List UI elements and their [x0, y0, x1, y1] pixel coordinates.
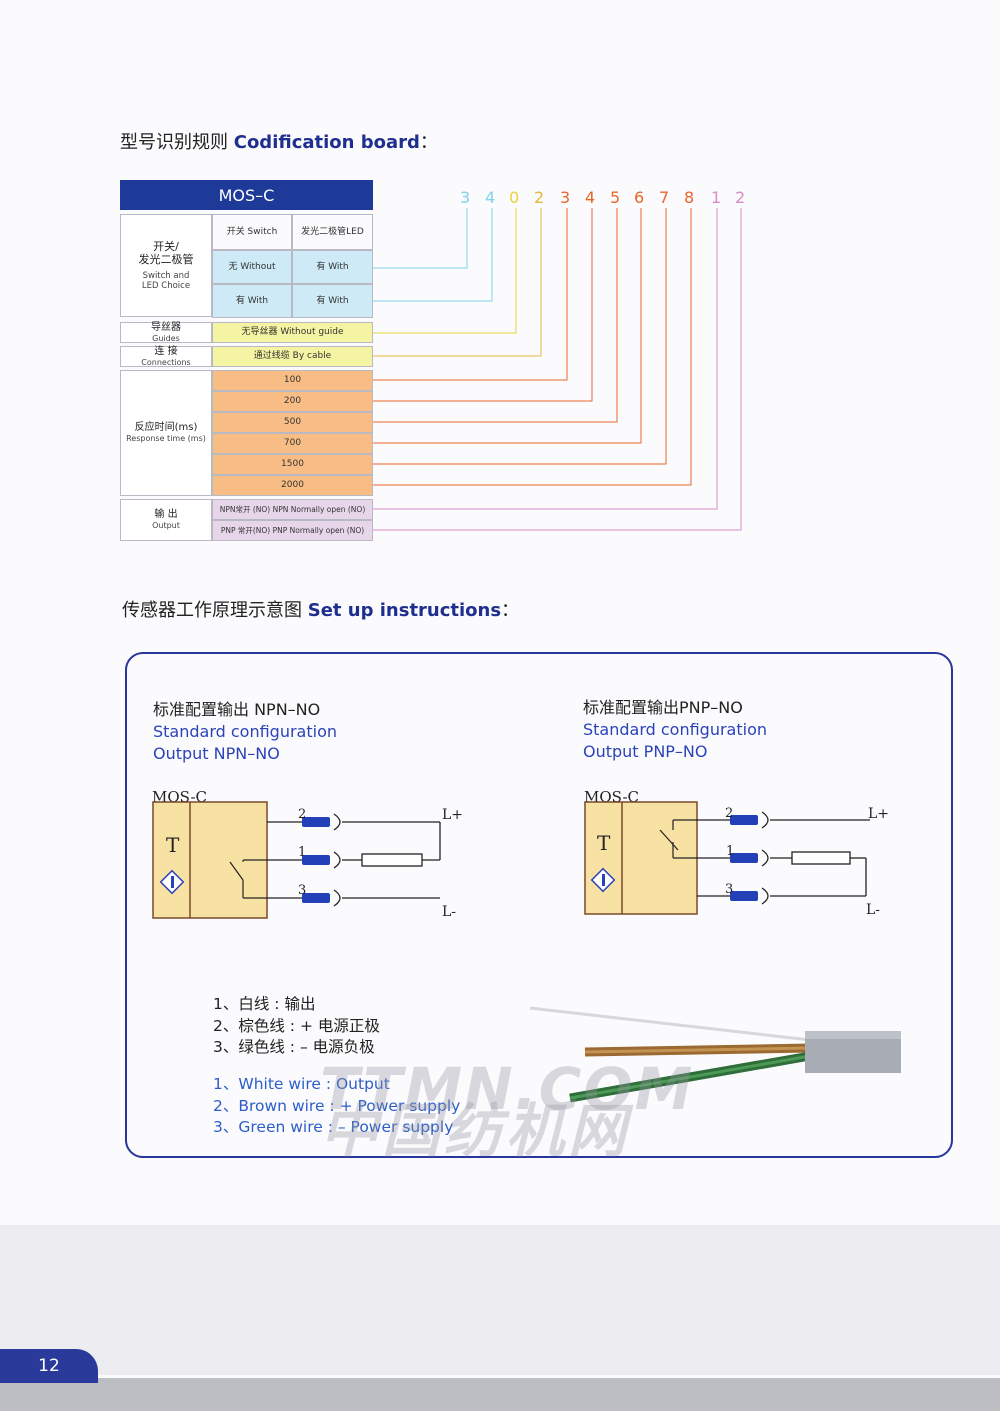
pnp-config-cn: 标准配置输出PNP–NO: [583, 698, 743, 717]
code-digit: 3: [460, 188, 471, 207]
response-time-value: 700: [212, 433, 373, 454]
switch-column-header: 开关 Switch: [212, 214, 292, 250]
npn-pin-1: 1: [298, 845, 306, 860]
pnp-pin-3: 3: [725, 882, 733, 897]
wire-legend-cn: 1、白线 : 输出 2、棕色线 : + 电源正极 3、绿色线 : – 电源负极: [213, 994, 380, 1059]
page-number: 12: [0, 1349, 98, 1383]
response-time-label-cn: 反应时间(ms): [134, 422, 198, 434]
wire-legend-cn-item: 3、绿色线 : – 电源负极: [213, 1038, 375, 1056]
response-time-label: 反应时间(ms) Response time (ms): [120, 370, 212, 496]
npn-config-cn: 标准配置输出 NPN–NO: [153, 700, 321, 719]
row1-switch: 无 Without: [212, 250, 292, 284]
code-digit: 7: [659, 188, 670, 207]
connections-label-en: Connections: [141, 357, 191, 367]
pnp-config-en1: Standard configuration: [583, 720, 768, 739]
npn-pin-3: 3: [298, 883, 306, 898]
pnp-t-label: T: [597, 831, 611, 855]
output-label-en: Output: [152, 521, 180, 531]
connections-label-cn: 连 接: [154, 345, 178, 357]
pnp-pin-1: 1: [726, 844, 734, 859]
npn-config-en1: Standard configuration: [153, 722, 338, 741]
switch-led-label: 开关/ 发光二极管 Switch and LED Choice: [120, 214, 212, 317]
setup-heading: 传感器工作原理示意图 Set up instructions：: [122, 596, 519, 622]
code-digit: 5: [610, 188, 621, 207]
row2-switch: 有 With: [212, 284, 292, 318]
watermark-line1: TTMN.COM: [320, 1055, 695, 1123]
guides-label: 导丝器 Guides: [120, 322, 212, 343]
footer-band: [0, 1225, 1000, 1375]
response-time-value: 500: [212, 412, 373, 433]
pnp-l-minus: L-: [866, 902, 880, 918]
code-digit: 4: [585, 188, 596, 207]
npn-l-minus: L-: [442, 904, 456, 920]
sensor-symbol-icon: [590, 867, 616, 893]
row1-led: 有 With: [292, 250, 373, 284]
code-digit: 0: [509, 188, 520, 207]
wire-legend-en: 1、White wire : Output 2、Brown wire : + P…: [213, 1074, 460, 1139]
response-time-value: 1500: [212, 454, 373, 475]
pnp-l-plus: L+: [868, 806, 889, 822]
setup-heading-colon: ：: [501, 600, 520, 621]
setup-heading-en: Set up instructions: [307, 600, 502, 621]
footer-strip: [0, 1378, 1000, 1411]
code-digits: 3 4 0 2 3 4 5 6 7 8 1 2: [460, 188, 760, 208]
codification-heading-en: Codification board: [233, 132, 420, 153]
pnp-config-en2: Output PNP–NO: [583, 742, 708, 761]
npn-l-plus: L+: [442, 807, 463, 823]
response-time-label-en: Response time (ms): [126, 434, 206, 444]
code-digit: 1: [711, 188, 722, 207]
wire-legend-cn-item: 1、白线 : 输出: [213, 995, 316, 1013]
guides-value: 无导丝器 Without guide: [212, 322, 373, 343]
code-digit: 2: [534, 188, 545, 207]
wire-legend-en-item: 1、White wire : Output: [213, 1075, 390, 1093]
pnp-pin-2: 2: [725, 806, 733, 821]
npn-config: 标准配置输出 NPN–NO Standard configuration Out…: [153, 699, 337, 765]
codification-heading-colon: ：: [419, 132, 438, 153]
npn-wiring-diagram: MOS-C T 2 1 3 L+ L-: [152, 788, 463, 920]
code-digit: 3: [560, 188, 571, 207]
wire-legend-en-item: 3、Green wire : – Power supply: [213, 1118, 454, 1136]
model-header: MOS–C: [120, 180, 373, 210]
connections-value: 通过线缆 By cable: [212, 346, 373, 367]
code-digit: 4: [485, 188, 496, 207]
response-time-value: 2000: [212, 475, 373, 496]
codification-heading-cn: 型号识别规则: [120, 132, 228, 153]
led-column-header: 发光二极管LED: [292, 214, 373, 250]
codification-heading: 型号识别规则 Codification board：: [120, 128, 438, 154]
pnp-config: 标准配置输出PNP–NO Standard configuration Outp…: [583, 697, 767, 763]
npn-config-en2: Output NPN–NO: [153, 744, 280, 763]
npn-pin-2: 2: [298, 807, 306, 822]
wire-legend-en-item: 2、Brown wire : + Power supply: [213, 1096, 461, 1115]
connections-label: 连 接 Connections: [120, 346, 212, 367]
code-leader-lines: [373, 208, 742, 531]
guides-label-en: Guides: [152, 333, 180, 343]
wire-legend-cn-item: 2、棕色线 : + 电源正极: [213, 1016, 380, 1035]
response-time-value: 100: [212, 370, 373, 391]
output-value-npn: NPN常开 (NO) NPN Normally open (NO): [212, 499, 373, 520]
watermark-line2: 中国纺机网: [320, 1097, 631, 1165]
output-label-cn: 输 出: [154, 509, 178, 521]
npn-t-label: T: [166, 833, 180, 857]
pnp-wiring-diagram: MOS-C T 2 1 3 L+ L-: [584, 788, 889, 918]
output-value-pnp: PNP 常开(NO) PNP Normally open (NO): [212, 520, 373, 541]
output-label: 输 出 Output: [120, 499, 212, 541]
code-digit: 2: [735, 188, 746, 207]
guides-label-cn: 导丝器: [151, 321, 181, 333]
watermark: TTMN.COM 中国纺机网: [320, 1060, 694, 1160]
sensor-symbol-icon: [159, 869, 185, 895]
response-time-value: 200: [212, 391, 373, 412]
setup-frame: [125, 652, 953, 1158]
code-digit: 6: [634, 188, 645, 207]
code-digit: 8: [684, 188, 695, 207]
switch-led-label-en: Switch and LED Choice: [141, 270, 191, 291]
row2-led: 有 With: [292, 284, 373, 318]
cable-illustration: [529, 1006, 901, 1103]
switch-led-label-cn: 开关/ 发光二极管: [138, 240, 194, 267]
setup-heading-cn: 传感器工作原理示意图: [122, 600, 302, 621]
